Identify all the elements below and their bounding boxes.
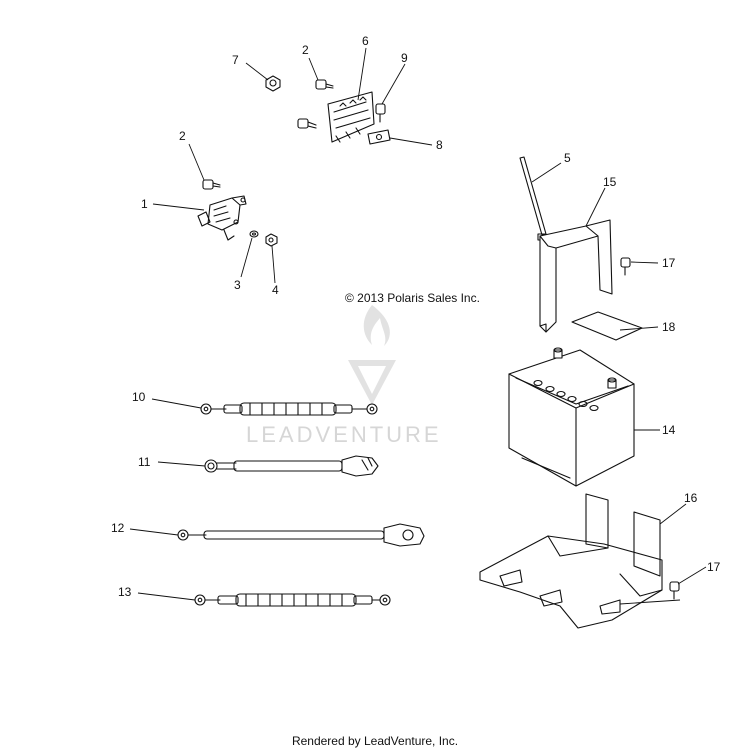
callout-15: 15 — [603, 175, 617, 189]
callout-7: 7 — [232, 53, 239, 67]
callout-2-top: 2 — [302, 43, 309, 57]
part-15-hold-down-bracket — [539, 219, 613, 333]
callout-labels: 7 2 6 9 8 2 1 3 4 5 15 17 18 14 16 17 10… — [111, 34, 721, 599]
callout-16: 16 — [684, 491, 698, 505]
callout-4: 4 — [272, 283, 279, 297]
watermark-v-icon — [348, 360, 396, 405]
part-16-battery-tray — [479, 493, 663, 629]
leadventure-watermark: LEADVENTURE — [246, 305, 442, 447]
part-17-screw-lower — [669, 581, 680, 600]
callout-17-lower: 17 — [707, 560, 721, 574]
footer-credit: Rendered by LeadVenture, Inc. — [291, 734, 459, 748]
part-8-clip — [367, 129, 391, 145]
part-2-screw-left — [202, 179, 221, 190]
callout-12: 12 — [111, 521, 125, 535]
part-4-nut — [265, 233, 278, 247]
callout-9: 9 — [401, 51, 408, 65]
part-7-nut — [265, 75, 281, 92]
callout-10: 10 — [132, 390, 146, 404]
callout-14: 14 — [662, 423, 676, 437]
callout-8: 8 — [436, 138, 443, 152]
part-5-tie-strap — [519, 156, 547, 241]
part-1-solenoid — [197, 195, 247, 241]
copyright-text: © 2013 Polaris Sales Inc. — [345, 291, 480, 305]
callout-3: 3 — [234, 278, 241, 292]
callout-11: 11 — [138, 455, 151, 469]
part-9-screw — [375, 103, 386, 123]
part-12-cable — [177, 523, 425, 547]
callout-5: 5 — [564, 151, 571, 165]
part-17-screw-upper — [620, 257, 631, 276]
leader-lines — [129, 47, 707, 605]
callout-6: 6 — [362, 34, 369, 48]
part-6-terminal-block — [327, 91, 375, 143]
part-10-cable — [200, 402, 378, 416]
part-2-screw-mid — [297, 118, 317, 129]
callout-2-left: 2 — [179, 129, 186, 143]
callout-1: 1 — [141, 197, 148, 211]
callout-17-upper: 17 — [662, 256, 676, 270]
part-11-cable — [204, 455, 379, 477]
callout-13: 13 — [118, 585, 132, 599]
part-18-pad — [571, 311, 643, 341]
part-3-washer — [249, 230, 259, 238]
watermark-text: LEADVENTURE — [246, 422, 442, 447]
part-2-screw-top — [315, 79, 334, 90]
callout-18: 18 — [662, 320, 676, 334]
watermark-flame-icon — [363, 305, 390, 346]
part-14-battery — [508, 347, 635, 487]
part-13-cable — [194, 593, 391, 607]
